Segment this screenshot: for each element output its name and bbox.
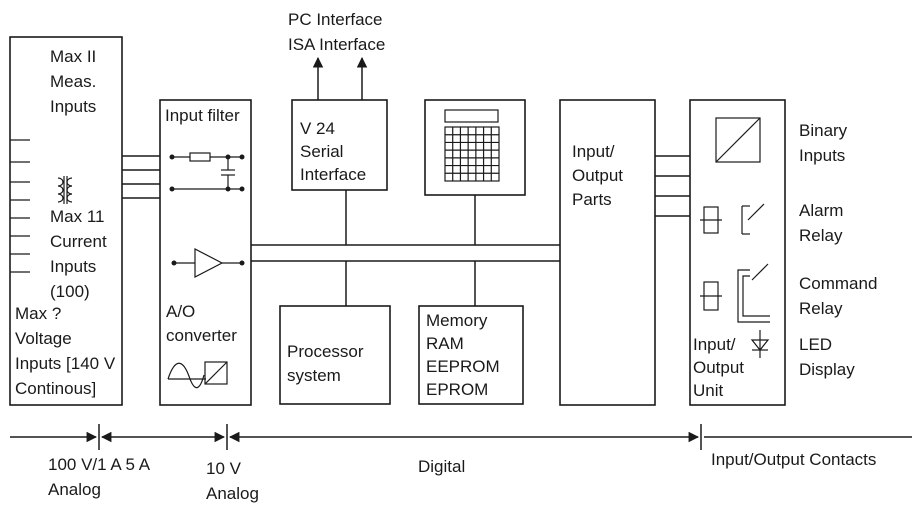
io-unit-line-1: Input/ <box>693 335 736 354</box>
data-bus <box>251 190 560 306</box>
transformer-icon <box>57 176 73 204</box>
meas-filter-links <box>122 155 160 199</box>
processor-box <box>279 305 391 405</box>
input-stubs <box>10 139 30 273</box>
memory-block: Memory RAM EEPROM EPROM <box>418 305 524 405</box>
io-parts-line-2: Output <box>572 166 623 185</box>
io-links <box>655 155 690 217</box>
memory-box <box>418 305 524 405</box>
amplifier-icon <box>171 248 245 278</box>
memory-line-2: RAM <box>426 334 464 353</box>
memory-line-4: EPROM <box>426 380 488 399</box>
scale-seg1-line-2: Analog <box>48 480 101 499</box>
scale-seg2-line-1: 10 V <box>206 459 242 478</box>
current-line-3: Inputs <box>50 257 96 276</box>
scale-seg1-line-1: 100 V/1 A 5 A <box>48 455 151 474</box>
scale-seg2-line-2: Analog <box>206 484 259 503</box>
memory-line-1: Memory <box>426 311 488 330</box>
current-line-1: Max 11 <box>50 207 105 226</box>
io-unit-box <box>689 99 786 406</box>
meas-inputs-block: Max II Meas. Inputs Max 11 Current Input… <box>9 36 123 406</box>
serial-line-2: Serial <box>300 142 343 161</box>
converter-line-1: A/O <box>166 302 195 321</box>
isa-interface-label: ISA Interface <box>288 35 385 54</box>
binary-input-icon <box>715 117 761 163</box>
voltage-line-3: Inputs [140 V <box>15 354 116 373</box>
command-relay-icon <box>700 263 770 323</box>
serial-line-1: V 24 <box>300 119 335 138</box>
adc-icon <box>167 361 228 389</box>
io-unit-line-2: Output <box>693 358 744 377</box>
command-label-1: Command <box>799 274 877 293</box>
serial-interface-block: V 24 Serial Interface <box>291 99 388 191</box>
io-parts-box <box>559 99 656 406</box>
converter-line-2: converter <box>166 326 237 345</box>
voltage-line-1: Max ? <box>15 304 61 323</box>
keypad-grid-icon <box>444 126 500 182</box>
filter-converter-box <box>159 99 252 406</box>
signal-scale: 100 V/1 A 5 A Analog 10 V Analog Digital… <box>10 424 912 503</box>
keypad-display-block <box>424 99 526 196</box>
filter-circuit-icon <box>169 152 245 192</box>
current-line-2: Current <box>50 232 107 251</box>
current-line-4: (100) <box>50 282 90 301</box>
serial-interface-box <box>291 99 388 191</box>
led-label-2: Display <box>799 360 855 379</box>
io-unit-line-3: Unit <box>693 381 724 400</box>
pc-interface-label: PC Interface <box>288 10 383 29</box>
scale-seg3-label: Digital <box>418 457 465 476</box>
processor-line-2: system <box>287 366 341 385</box>
processor-line-1: Processor <box>287 342 364 361</box>
binary-label-1: Binary <box>799 121 848 140</box>
filter-converter-block: Input filter A/O converter <box>159 99 252 406</box>
processor-block: Processor system <box>279 305 391 405</box>
lcd-display-icon <box>444 109 499 123</box>
io-parts-block: Input/ Output Parts <box>559 99 656 406</box>
led-icon <box>750 330 770 358</box>
io-parts-line-1: Input/ <box>572 142 615 161</box>
serial-line-3: Interface <box>300 165 366 184</box>
meas-line-1: Max II <box>50 47 96 66</box>
voltage-line-2: Voltage <box>15 329 72 348</box>
keypad-display-box <box>424 99 526 196</box>
led-label-1: LED <box>799 335 832 354</box>
scale-seg4-label: Input/Output Contacts <box>711 450 876 469</box>
right-labels: Binary Inputs Alarm Relay Command Relay … <box>799 121 877 379</box>
meas-inputs-box <box>9 36 123 406</box>
input-filter-label: Input filter <box>165 106 240 125</box>
io-parts-line-3: Parts <box>572 190 612 209</box>
io-unit-block: Input/ Output Unit <box>689 99 786 406</box>
voltage-line-4: Continous] <box>15 379 96 398</box>
interface-labels: PC Interface ISA Interface <box>288 10 385 54</box>
alarm-label-1: Alarm <box>799 201 843 220</box>
binary-label-2: Inputs <box>799 146 845 165</box>
alarm-label-2: Relay <box>799 226 843 245</box>
memory-line-3: EEPROM <box>426 357 500 376</box>
meas-line-3: Inputs <box>50 97 96 116</box>
alarm-relay-icon <box>700 203 765 235</box>
command-label-2: Relay <box>799 299 843 318</box>
meas-line-2: Meas. <box>50 72 96 91</box>
